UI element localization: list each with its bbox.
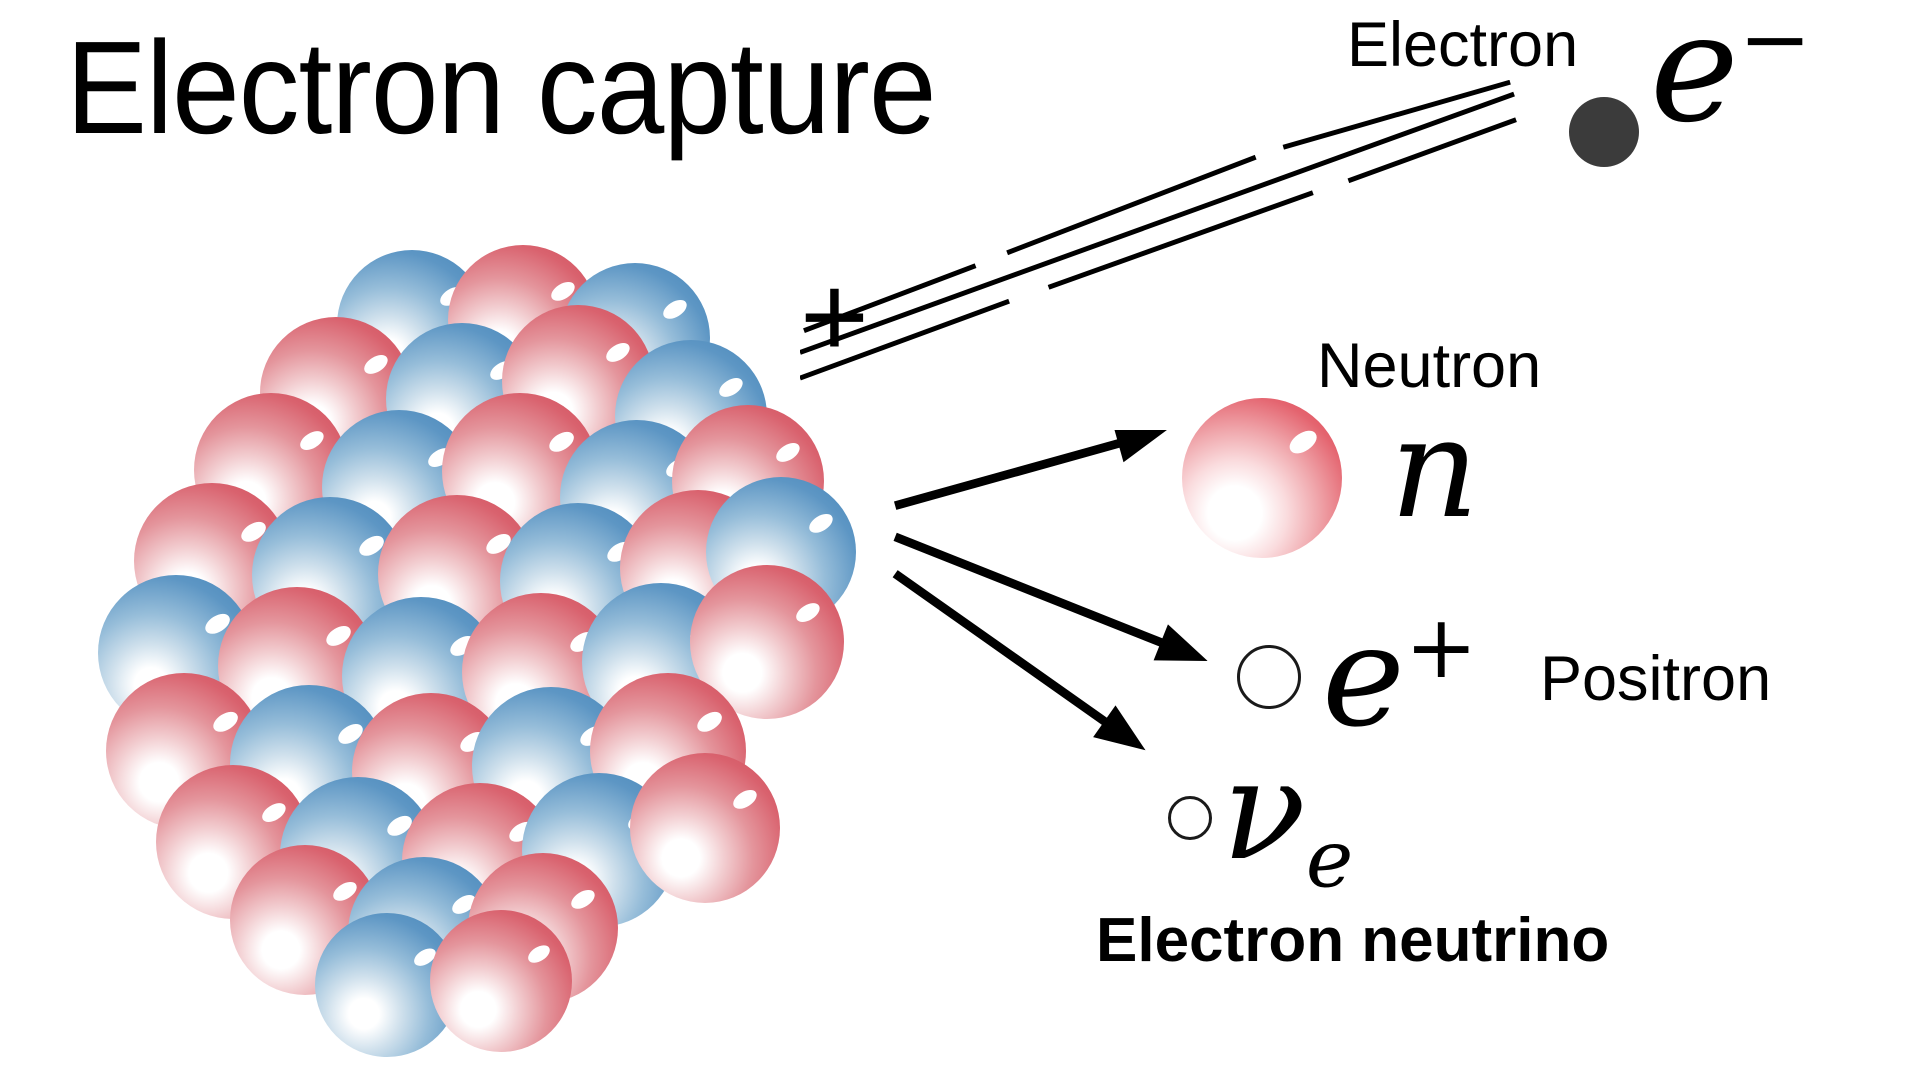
electron-track-rail <box>1347 117 1517 184</box>
atomic-nucleus <box>90 245 950 1065</box>
neutrino-flavor-subscript: e <box>1305 812 1354 906</box>
electron-neutrino-label: Electron neutrino <box>1096 906 1610 975</box>
neutrino-symbol: νe <box>1222 742 1353 900</box>
page-title: Electron capture <box>66 14 937 161</box>
electron-label: Electron <box>1347 10 1579 80</box>
electron-symbol: e− <box>1650 0 1812 144</box>
electron-track-rail <box>1047 190 1314 290</box>
neutron-particle <box>1182 398 1342 558</box>
proton-sphere <box>630 753 780 903</box>
electron-particle <box>1569 97 1639 167</box>
positron-charge-superscript: + <box>1404 597 1478 698</box>
neutrino-symbol-base: ν <box>1222 730 1306 891</box>
positron-label: Positron <box>1540 644 1772 714</box>
positron-symbol-base: e <box>1322 595 1405 759</box>
positron-particle <box>1237 645 1301 709</box>
neutron-label: Neutron <box>1317 331 1542 401</box>
electron-symbol-base: e <box>1650 0 1739 156</box>
proton-sphere <box>430 910 572 1052</box>
positron-symbol: e+ <box>1322 604 1478 748</box>
electron-track-rail <box>1006 154 1257 256</box>
electron-track-rail <box>1282 80 1511 150</box>
neutrino-particle <box>1168 796 1212 840</box>
neutron-symbol: n <box>1390 388 1479 549</box>
electron-charge-superscript: − <box>1738 0 1812 90</box>
